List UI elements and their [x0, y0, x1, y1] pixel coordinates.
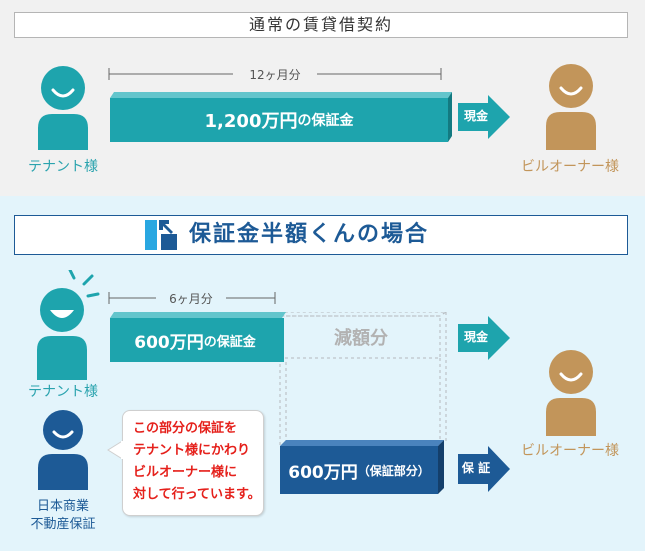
deposit-suffix: の保証金: [297, 113, 354, 129]
owner-label: ビルオーナー様: [521, 159, 619, 175]
guarantee-amount: 600万円: [288, 462, 358, 483]
guarantee-bar: 600万円 （保証部分）: [280, 446, 438, 494]
half-deposit-bar: 600万円 の保証金: [110, 318, 280, 362]
guarantee-arrow-label: 保 証: [461, 461, 491, 475]
reduced-amount-label: 減額分: [334, 328, 388, 349]
duration-dimension-line-2: [108, 290, 276, 306]
guarantor-label-line1: 日本商業: [36, 499, 89, 514]
tenant-happy-icon: [37, 270, 100, 380]
guarantee-explanation-bubble: この部分の保証を テナント様にかわり ビルオーナー様に 対して行っています。: [122, 410, 264, 516]
bubble-line-4: 対して行っています。: [133, 487, 261, 502]
hangaku-title: 保証金半額くんの場合: [189, 222, 430, 247]
half-deposit-amount: 600万円: [134, 332, 204, 353]
guarantor-icon: [38, 410, 88, 490]
deposit-bar: 1,200万円 の保証金: [110, 98, 448, 142]
cash-arrow-label: 現金: [463, 109, 488, 123]
hangaku-logo-icon: [145, 220, 177, 250]
guarantor-label-line2: 不動産保証: [30, 517, 96, 532]
cash-arrow-label-2: 現金: [463, 330, 488, 344]
bubble-line-1: この部分の保証を: [133, 421, 238, 436]
duration-dimension-line: [108, 66, 442, 82]
bubble-pointer-cover: [121, 441, 125, 459]
cash-arrow-shape: [458, 95, 510, 139]
duration-label: 12ヶ月分: [249, 68, 301, 82]
guarantor-label: 日本商業 不動産保証: [14, 498, 112, 534]
owner-label-2: ビルオーナー様: [521, 443, 619, 459]
cash-arrow-shape-2: [458, 316, 510, 360]
half-deposit-bar-shape: [110, 312, 286, 362]
owner-icon-2: [546, 350, 596, 436]
deposit-amount: 1,200万円: [204, 111, 298, 132]
tenant-label: テナント様: [28, 159, 98, 175]
deposit-bar-shape: [110, 92, 452, 142]
guarantee-suffix: （保証部分）: [357, 463, 430, 478]
guarantee-arrow-shape: [458, 446, 510, 492]
guarantee-bar-shape: [280, 440, 444, 494]
reduced-dashed-frame: [278, 312, 447, 446]
duration-label-2: 6ヶ月分: [169, 292, 213, 306]
bubble-line-2: テナント様にかわり: [133, 443, 251, 458]
owner-icon: [546, 64, 596, 150]
hangaku-title-box: 保証金半額くんの場合: [14, 215, 628, 255]
tenant-icon: [38, 66, 88, 150]
tenant-label-2: テナント様: [28, 384, 98, 400]
bubble-line-3: ビルオーナー様に: [133, 465, 238, 480]
half-deposit-suffix: の保証金: [203, 334, 256, 350]
normal-contract-title: 通常の賃貸借契約: [14, 12, 628, 38]
